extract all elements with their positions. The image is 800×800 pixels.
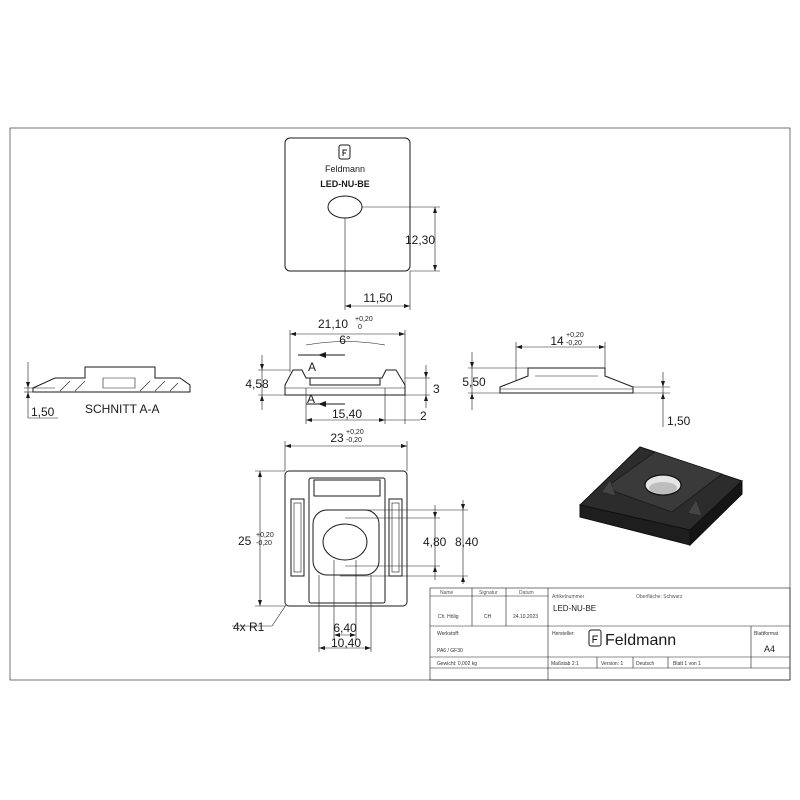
tb-date: 24.10.2023: [513, 614, 538, 620]
top-view-hole: [327, 195, 363, 219]
bottom-view-dim-height-tol-upper: +0,20: [256, 532, 274, 539]
front-view-profile: [284, 369, 406, 396]
top-view-dim-height: 12,30: [405, 233, 435, 247]
tb-material-header: Werkstoff:: [437, 631, 459, 637]
bottom-view-dim-height-tol-lower: -0,20: [256, 540, 272, 547]
side-view-dim-width-tol-lower: -0,20: [566, 340, 582, 347]
tb-date-header: Datum: [519, 590, 534, 596]
section-view-label: SCHNITT A-A: [85, 402, 159, 416]
tb-manufacturer-header: Hersteller:: [552, 631, 575, 637]
tb-language: Deutsch: [636, 661, 655, 667]
front-view-section-mark-top: A: [308, 360, 316, 374]
tb-article-number: LED-NU-BE: [553, 604, 596, 613]
section-view-dim-small: 1,50: [31, 405, 55, 419]
tb-article-header: Artikelnummer: [552, 594, 585, 600]
tb-sheet: Blatt 1 von 1: [673, 661, 701, 667]
tb-scale: Maßstab 2:1: [551, 661, 579, 667]
front-view-dim-width: 21,10: [318, 317, 348, 331]
tb-signature: CH: [484, 614, 492, 620]
bottom-view: 23 +0,20 -0,20 25 +0,20 -0,20 4,80 8,40 …: [232, 429, 479, 652]
bottom-view-dim-slot-2: 10,40: [331, 636, 361, 650]
side-view-dim-small: 1,50: [667, 414, 691, 428]
front-view-dim-width-tol-lower: 0: [358, 324, 362, 331]
bottom-view-dim-inner-1: 4,80: [423, 535, 447, 549]
bottom-view-dim-width-tol-upper: +0,20: [346, 429, 364, 436]
front-view-dim-width-tol-upper: +0,20: [355, 316, 373, 323]
bottom-view-dim-height: 25: [238, 534, 252, 548]
tb-name-header: Name: [440, 590, 454, 596]
isometric-render: [578, 446, 743, 547]
bottom-view-dim-slot-1: 6,40: [333, 621, 357, 635]
bottom-view-dim-width: 23: [330, 431, 344, 445]
tb-signature-header: Signatur: [479, 590, 498, 596]
tb-version: Version: 1: [601, 661, 623, 667]
side-view-dim-width: 14: [550, 334, 564, 348]
front-view-angle: 6°: [339, 333, 351, 347]
tb-logo-text: Feldmann: [605, 632, 676, 649]
tb-drawn-by: Ch. Hölig: [438, 614, 459, 620]
bottom-view-dim-inner-2: 8,40: [455, 535, 479, 549]
tb-weight: Gewicht: 0,002 kg: [437, 661, 477, 667]
bottom-view-hole: [322, 523, 368, 561]
bottom-view-outline: [284, 470, 408, 607]
bottom-view-radius-label: 4x R1: [233, 620, 265, 634]
tb-feldmann-logo-icon: [588, 629, 602, 647]
front-view-dim-right-small: 2: [420, 409, 427, 423]
top-view-dim-width: 11,50: [363, 291, 392, 305]
side-view: 14 +0,20 -0,20 5,50 1,50: [462, 332, 690, 428]
tb-sheet-format: A4: [764, 644, 775, 654]
front-view-dim-inner-width: 15,40: [332, 407, 362, 421]
tb-surface-label: Oberfläche: Schwarz: [636, 594, 683, 600]
side-view-dim-width-tol-upper: +0,20: [566, 332, 584, 339]
front-view-dim-right-height: 3: [433, 382, 440, 396]
tb-sheet-format-header: Blattformat: [754, 631, 779, 637]
section-view-profile: [32, 366, 191, 393]
front-view: 21,10 +0,20 0 6° A A 4,58 3 15,40 2: [245, 316, 440, 424]
front-view-section-mark-bottom: A: [307, 392, 315, 406]
title-block: Name Signatur Datum Artikelnummer Oberfl…: [429, 587, 791, 681]
top-view-outline: [284, 137, 411, 272]
bottom-view-dim-width-tol-lower: -0,20: [346, 437, 362, 444]
top-view: Feldmann LED-NU-BE 12,30 11,50: [284, 137, 440, 310]
side-view-dim-height: 5,50: [462, 375, 486, 389]
feldmann-logo-icon: [338, 144, 351, 160]
tb-material: PA6 / GF30: [437, 648, 463, 654]
top-view-part-label: LED-NU-BE: [320, 179, 370, 189]
front-view-dim-left-height: 4,58: [245, 377, 269, 391]
drawing-frame: [9, 127, 791, 681]
section-view: 1,50 SCHNITT A-A: [24, 362, 191, 419]
iso-body-side: [689, 479, 743, 547]
top-view-logo-text: Feldmann: [325, 164, 365, 174]
